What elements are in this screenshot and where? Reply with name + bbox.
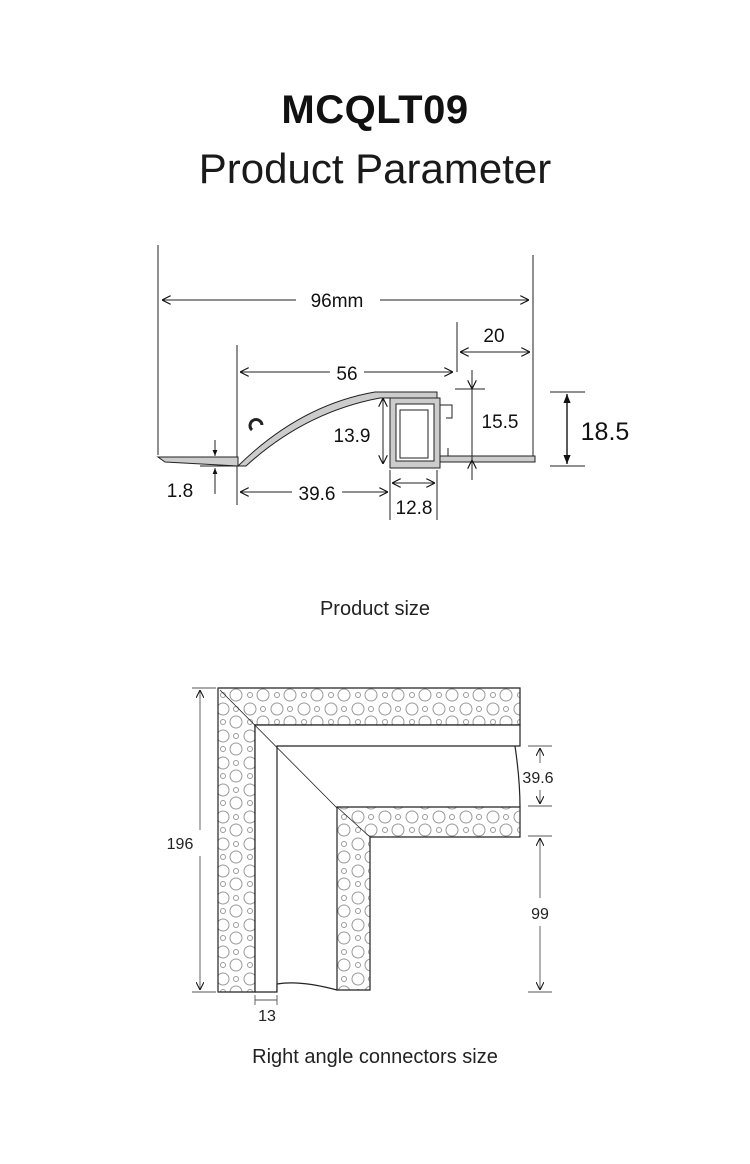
dim-connector-height: 196 <box>167 836 194 853</box>
page-title: Product Parameter <box>198 145 552 192</box>
dim-slope-width: 56 <box>336 364 357 385</box>
dim-total-height: 18.5 <box>581 418 630 446</box>
profile-drawing <box>156 245 585 520</box>
connector-drawing <box>217 687 521 993</box>
dim-right-flange: 20 <box>483 326 504 347</box>
product-size-caption: Product size <box>319 598 431 620</box>
dim-channel-height: 13.9 <box>334 426 371 447</box>
dim-right-height: 15.5 <box>482 412 519 433</box>
model-title: MCQLT09 <box>281 88 469 132</box>
dim-connector-lip: 13 <box>258 1008 276 1025</box>
dim-channel-width: 12.8 <box>396 498 433 519</box>
dim-connector-opening: 39.6 <box>522 770 553 787</box>
dim-overall-width: 96mm <box>311 291 364 312</box>
dim-slope-base: 39.6 <box>299 484 336 505</box>
connector-size-caption: Right angle connectors size <box>252 1046 498 1068</box>
dim-flange-thickness: 1.8 <box>167 481 193 502</box>
dim-connector-leg: 99 <box>531 906 549 923</box>
connector-dimension-lines <box>192 687 552 1005</box>
